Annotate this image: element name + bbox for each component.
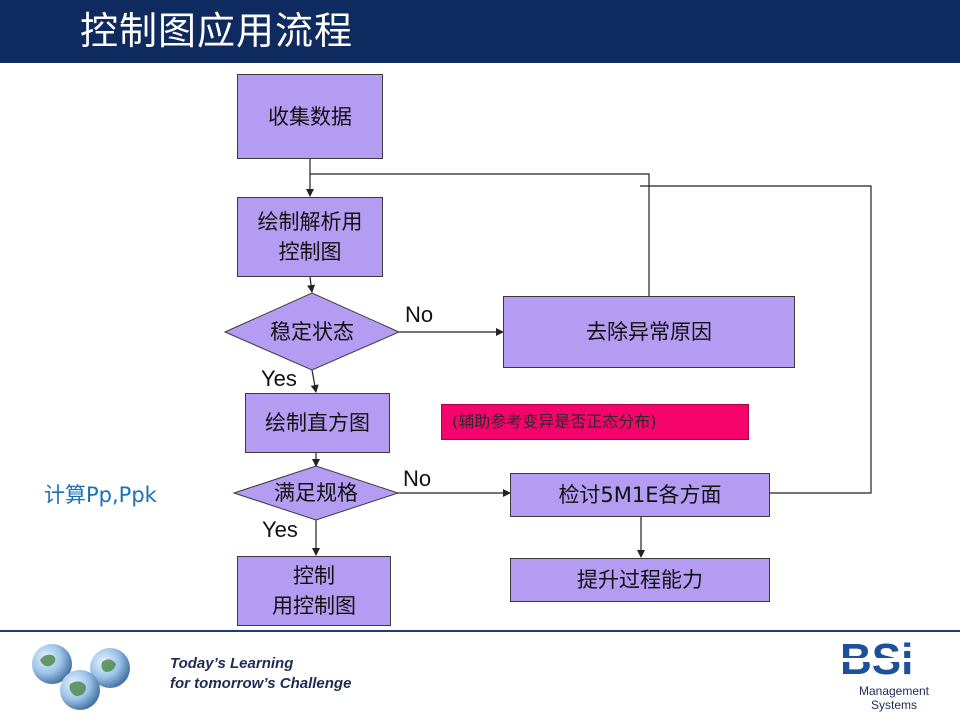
tagline-line-1: Today’s Learning bbox=[170, 655, 294, 672]
compute-pp-ppk-text: 计算Pp,Ppk bbox=[44, 483, 157, 507]
globes-icon bbox=[32, 644, 130, 710]
control-chart-label: 控制 用控制图 bbox=[272, 564, 356, 618]
loop-remove-cause-back bbox=[310, 173, 650, 296]
draw-analysis-chart-box: 绘制解析用 控制图 bbox=[237, 197, 383, 277]
edge-label-yes-spec: Yes bbox=[262, 517, 298, 542]
arrow-stable-yes bbox=[310, 369, 319, 393]
improve-capability-label: 提升过程能力 bbox=[577, 568, 703, 592]
edge-label-yes-stable: Yes bbox=[261, 366, 297, 391]
review-5m1e-label: 检讨5M1E各方面 bbox=[558, 483, 722, 507]
control-chart-box: 控制 用控制图 bbox=[237, 556, 391, 626]
remove-cause-label: 去除异常原因 bbox=[586, 320, 712, 344]
logo-subtitle: Management Systems bbox=[846, 684, 942, 712]
arrow-chart-to-stable bbox=[307, 276, 316, 293]
tagline-line-2: for tomorrow’s Challenge bbox=[170, 675, 352, 692]
remove-cause-box: 去除异常原因 bbox=[503, 296, 795, 368]
draw-histogram-label: 绘制直方图 bbox=[265, 411, 370, 435]
meet-spec-diamond bbox=[232, 465, 400, 521]
edge-label-no-spec: No bbox=[403, 466, 432, 491]
meet-spec-label: 满足规格 bbox=[274, 481, 358, 505]
edge-label-no-stable: No bbox=[405, 302, 434, 327]
draw-analysis-chart-label: 绘制解析用 控制图 bbox=[257, 210, 363, 264]
logo-sub-line-1: Management bbox=[858, 684, 930, 698]
collect-data-label: 收集数据 bbox=[268, 104, 352, 129]
stable-state-label: 稳定状态 bbox=[270, 320, 354, 344]
footer-divider bbox=[0, 630, 960, 632]
title-bar: 控制图应用流程 bbox=[0, 0, 960, 63]
stable-state-diamond bbox=[223, 292, 401, 371]
bsi-logo: BSi bbox=[838, 638, 944, 684]
loop-review-back bbox=[640, 185, 872, 494]
draw-histogram-box: 绘制直方图 bbox=[245, 393, 390, 453]
logo-sub-line-2: Systems bbox=[870, 698, 917, 712]
normality-note: (辅助参考变异是否正态分布) bbox=[441, 404, 749, 440]
review-5m1e-box: 检讨5M1E各方面 bbox=[510, 473, 770, 517]
tagline: Today’s Learning for tomorrow’s Challeng… bbox=[170, 654, 351, 694]
page-title: 控制图应用流程 bbox=[80, 9, 354, 53]
improve-capability-box: 提升过程能力 bbox=[510, 558, 770, 602]
collect-data-box: 收集数据 bbox=[237, 74, 383, 159]
